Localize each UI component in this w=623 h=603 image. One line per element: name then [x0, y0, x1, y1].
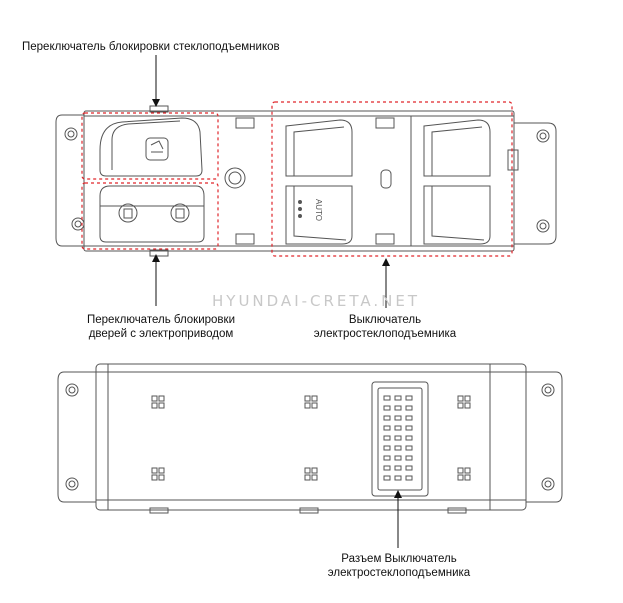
- mount-hole-right-bottom: [536, 219, 550, 233]
- watermark: HYUNDAI-CRETA.NET: [212, 292, 421, 310]
- switch-panel-bottom: [57, 363, 563, 514]
- label-connector-line2: электростеклоподъемника: [327, 567, 471, 579]
- window-switch-front-bottom: [285, 185, 353, 245]
- window-lock-button: [99, 117, 203, 177]
- label-connector-line1: Разъем Выключатель: [341, 553, 457, 565]
- label-window-switch-line2: электростеклоподъемника: [313, 328, 457, 340]
- switch-housing-back: [95, 363, 527, 511]
- mount-hole-left-top: [64, 127, 78, 141]
- switch-body: [83, 110, 515, 252]
- label-door-lock-line2: дверей с электроприводом: [88, 328, 234, 340]
- vent-cluster: [151, 395, 471, 481]
- highlight-door-lock: [81, 182, 219, 250]
- auto-text: AUTO: [314, 199, 323, 221]
- door-lock-button: [99, 185, 205, 243]
- label-window-lock: Переключатель блокировки стеклоподъемник…: [22, 41, 280, 53]
- switch-panel-top: [55, 105, 557, 257]
- connector-housing: [371, 381, 429, 497]
- center-knob: [224, 167, 246, 189]
- window-switch-front-top: [285, 119, 353, 177]
- mount-ear-right: [514, 122, 557, 245]
- label-window-switch: Выключатель электростеклоподъемника: [300, 313, 470, 341]
- leader-lines: [152, 55, 402, 548]
- window-switch-rear-bottom: [423, 185, 491, 245]
- connector-pins: [383, 395, 413, 481]
- mount-hole-right-top: [536, 129, 550, 143]
- label-connector: Разъем Выключатель электростеклоподъемни…: [314, 552, 484, 580]
- highlight-window-switches: [271, 101, 513, 257]
- highlight-window-lock: [81, 112, 219, 180]
- label-door-lock: Переключатель блокировки дверей с электр…: [76, 313, 246, 341]
- label-window-switch-line1: Выключатель: [348, 314, 422, 326]
- highlight-boxes: [81, 101, 513, 257]
- mount-ear-left: [55, 114, 84, 247]
- label-door-lock-line1: Переключатель блокировки: [87, 314, 235, 326]
- window-switch-rear-top: [423, 119, 491, 177]
